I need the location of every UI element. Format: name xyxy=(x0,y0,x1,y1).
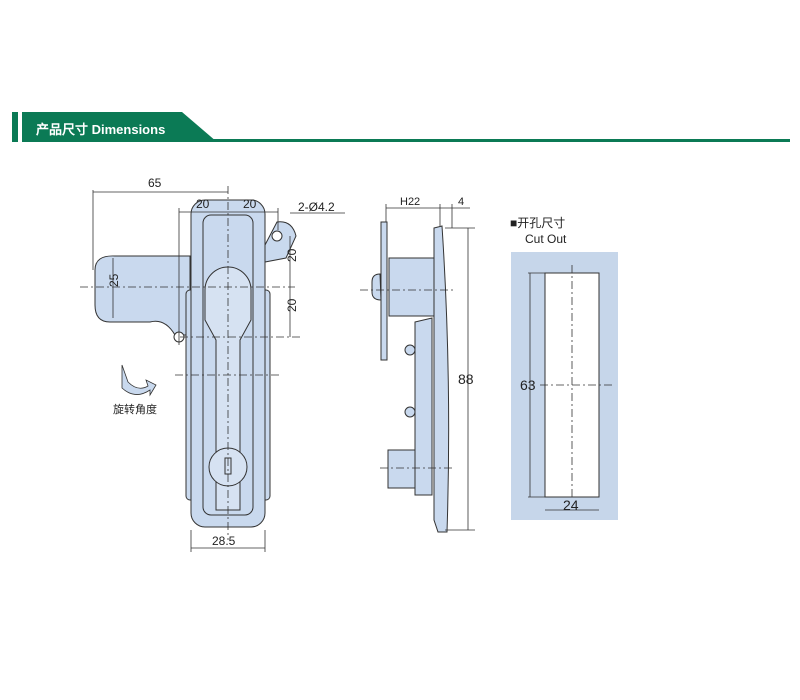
header-underline xyxy=(210,139,790,142)
front-dimensions xyxy=(80,186,345,552)
front-view xyxy=(94,199,297,528)
dim-65: 65 xyxy=(148,176,162,190)
side-view xyxy=(371,221,450,533)
flange xyxy=(433,225,450,533)
side-dimensions xyxy=(360,204,475,531)
header-tab xyxy=(22,112,217,142)
dim-88: 88 xyxy=(458,371,474,387)
cutout-dimensions xyxy=(528,265,612,511)
dim-63: 63 xyxy=(520,377,536,393)
dim-20-upper: 20 xyxy=(285,248,299,262)
dim-20-lower: 20 xyxy=(285,298,299,312)
cam-plate xyxy=(380,221,388,361)
rotation-label: 旋转角度 xyxy=(113,402,157,416)
dim-24: 24 xyxy=(563,497,579,513)
dim-25: 25 xyxy=(107,273,121,287)
cutout-subtitle: Cut Out xyxy=(525,232,567,246)
dim-20-right: 20 xyxy=(243,197,257,211)
header-accent-bar xyxy=(12,112,18,142)
dim-28-5: 28.5 xyxy=(212,534,236,548)
lever-lug xyxy=(94,255,191,336)
dim-h22: H22 xyxy=(400,196,420,208)
dim-20-left: 20 xyxy=(196,197,210,211)
holes-label: 2-Ø4.2 xyxy=(298,200,335,214)
mount-hole xyxy=(271,230,283,242)
dim-4: 4 xyxy=(458,196,464,208)
cutout-title: ■开孔尺寸 xyxy=(510,216,565,230)
cylinder xyxy=(388,257,435,317)
rotation-arrow-icon xyxy=(121,364,157,397)
section-title: 产品尺寸 Dimensions xyxy=(36,122,166,137)
